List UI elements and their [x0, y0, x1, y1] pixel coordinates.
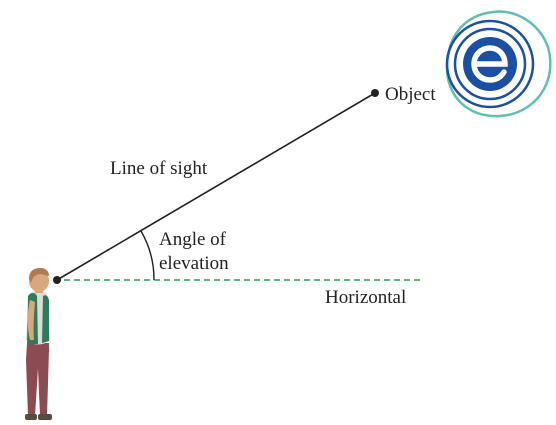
e-spiral-logo-icon	[445, 10, 552, 118]
observer-eye-point	[53, 276, 61, 284]
person-right-shoe	[38, 414, 52, 420]
object-label: Object	[385, 84, 436, 105]
angle-label-line1: Angle of	[159, 229, 227, 250]
person-legs	[26, 343, 49, 416]
logo-outer-ring	[445, 10, 552, 118]
person-vest-front	[42, 295, 49, 343]
line-of-sight	[56, 92, 376, 281]
line-of-sight-label: Line of sight	[110, 158, 208, 179]
object-point	[371, 89, 379, 97]
person-hair	[29, 268, 49, 283]
angle-label-line2: elevation	[159, 253, 229, 274]
person-arm	[27, 300, 35, 340]
horizontal-label: Horizontal	[325, 287, 406, 308]
logo-ring-1	[445, 19, 535, 109]
standing-person-icon	[25, 268, 52, 420]
logo-ring-2	[453, 27, 527, 101]
person-left-shoe	[25, 414, 37, 420]
angle-arc	[140, 230, 155, 281]
logo-letter-e	[471, 45, 508, 83]
